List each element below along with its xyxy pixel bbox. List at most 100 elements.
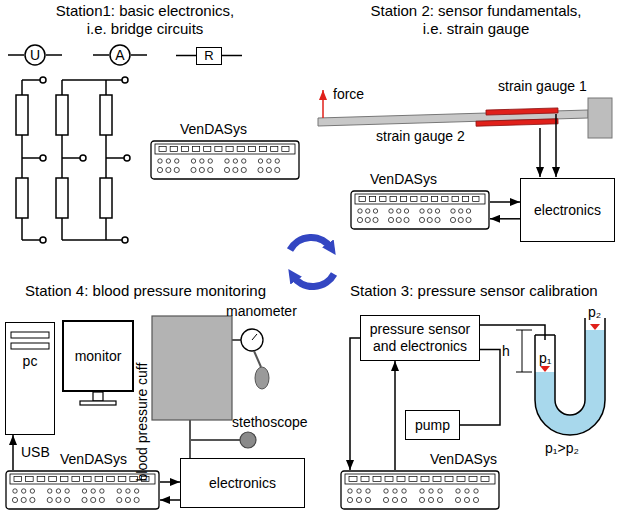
device-socket (26, 477, 34, 482)
device-jack (437, 497, 442, 502)
u-tube (535, 318, 605, 435)
device-jack (275, 167, 280, 172)
device-jack (466, 217, 471, 222)
device-front (340, 470, 500, 510)
wire (93, 54, 109, 56)
device-jack (435, 217, 440, 222)
device-socket (457, 477, 465, 482)
device-jack (357, 217, 362, 222)
device-socket (385, 477, 393, 482)
device-jack (458, 217, 463, 222)
force-arrow (322, 90, 324, 118)
wire (46, 54, 62, 56)
device-front (150, 140, 300, 180)
device-socket (84, 477, 92, 482)
part-label: h (502, 343, 510, 360)
meter-symbol: A (109, 44, 131, 66)
device-jack (404, 217, 409, 222)
connector-arrow (490, 201, 520, 203)
node-text: monitor (75, 348, 122, 365)
device-jack (82, 497, 87, 502)
device-jack (373, 217, 378, 222)
meter-symbol: U (24, 44, 46, 66)
device-jack (48, 489, 52, 493)
device-panel (355, 194, 485, 204)
part-label: manometer (226, 303, 297, 320)
device-jack (466, 209, 470, 213)
device-jack (225, 159, 229, 163)
device-jack (451, 209, 455, 213)
station-title: Station 2: sensor fundamentals, i.e. str… (362, 2, 590, 38)
connector-arrow (350, 338, 360, 470)
device-jack (428, 497, 433, 502)
device-socket (37, 477, 45, 482)
node-text: pc (23, 353, 38, 370)
device-socket (390, 197, 396, 202)
device-jack (233, 159, 237, 163)
stethoscope-head (240, 432, 256, 448)
device-jack (99, 497, 104, 502)
device-jack (91, 497, 96, 502)
terminal (80, 155, 86, 161)
wire (22, 79, 40, 81)
resistor-symbol (100, 95, 112, 135)
device-jack (435, 209, 439, 213)
part-label: strain gauge 2 (376, 128, 465, 145)
part-label: p₁>p₂ (545, 440, 579, 457)
device-jack (134, 489, 138, 493)
device-jack (12, 497, 17, 502)
device-jack (357, 489, 361, 493)
device-jack (65, 489, 69, 493)
device-socket (359, 197, 365, 202)
cycle-arrow (293, 274, 334, 287)
device-label: VenDASys (430, 451, 497, 467)
device-jack (396, 217, 401, 222)
device-socket (215, 147, 222, 152)
device-jack (200, 159, 204, 163)
device-jack (266, 167, 271, 172)
device-socket (204, 147, 211, 152)
device-jack (21, 497, 26, 502)
device-socket (107, 477, 115, 482)
signal-wire (539, 128, 541, 177)
station-title: Station1: basic electronics, i.e. bridge… (50, 2, 240, 38)
terminal (122, 77, 128, 83)
daq-device: VenDASys (150, 140, 300, 180)
device-jack (258, 167, 263, 172)
wire (106, 157, 124, 159)
terminal (40, 237, 46, 243)
level-marker (540, 366, 550, 372)
device-jack (233, 167, 238, 172)
wire (22, 239, 40, 241)
node-text: A (115, 47, 124, 64)
device-jack (166, 167, 171, 172)
device-jack (56, 489, 60, 493)
clamp-block (588, 98, 612, 138)
u-tube-cap (535, 334, 555, 336)
device-jack (365, 217, 370, 222)
component-box: electronics (180, 458, 305, 508)
device-socket (72, 477, 80, 482)
level-marker (590, 324, 600, 330)
resistor-symbol (56, 95, 68, 135)
device-socket (282, 147, 289, 152)
device-jack (267, 159, 271, 163)
dimension-tick (516, 372, 532, 373)
tube (254, 351, 261, 367)
device-jack (365, 497, 370, 502)
connector-arrow (12, 435, 14, 470)
device-jack (100, 489, 104, 493)
device-jack (459, 209, 463, 213)
resistor-symbol (56, 178, 68, 218)
device-jack (419, 217, 424, 222)
device-jack (401, 497, 406, 502)
part-label: force (333, 86, 364, 103)
device-jack (166, 159, 170, 163)
device-socket (49, 477, 57, 482)
wire (62, 239, 122, 241)
resistor-symbol (16, 178, 28, 218)
device-jack (393, 489, 397, 493)
device-panel (345, 474, 495, 484)
